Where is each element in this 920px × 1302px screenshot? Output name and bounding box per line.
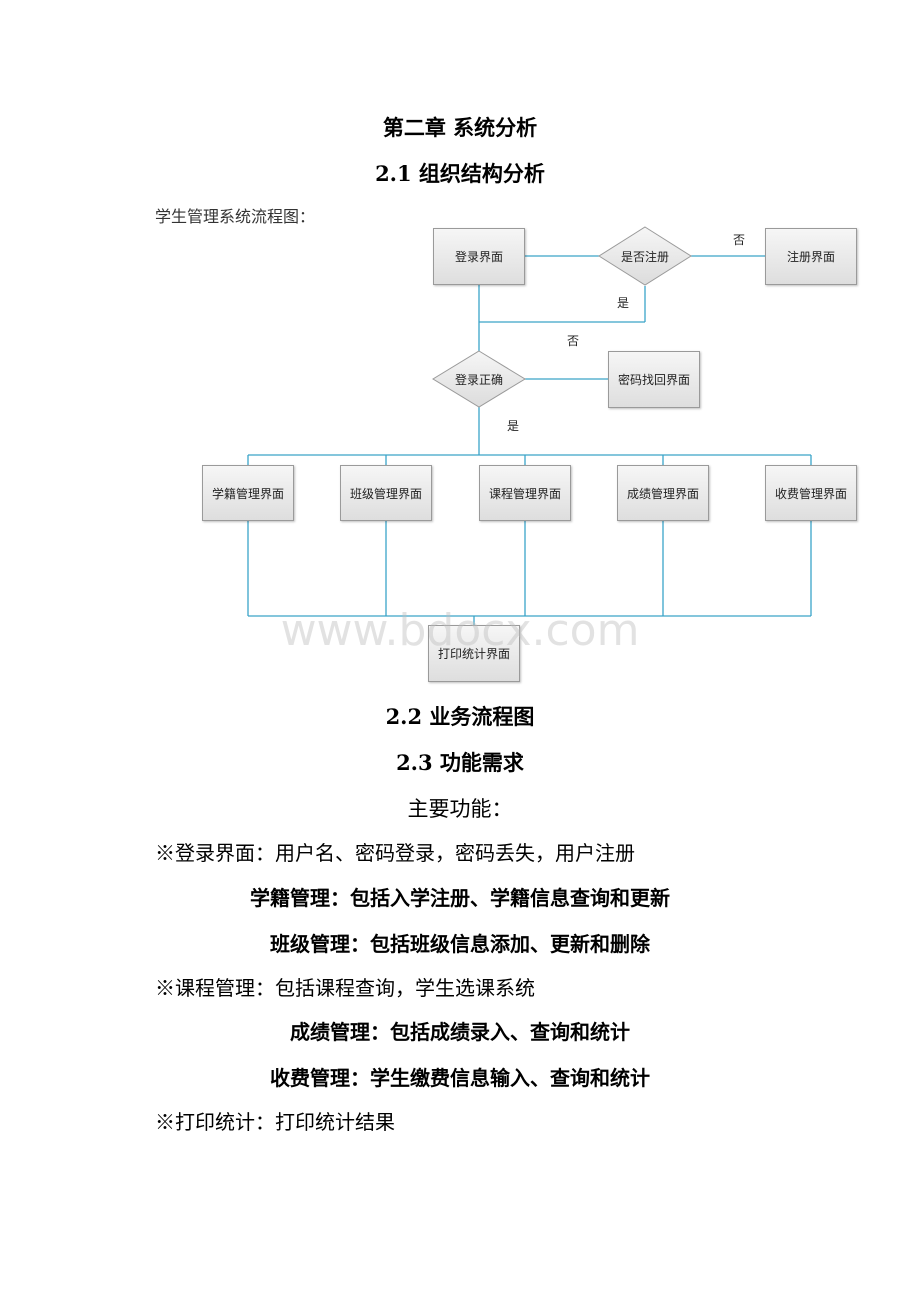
function-line-fees: 收费管理：学生缴费信息输入、查询和统计 — [270, 1066, 650, 1090]
flowchart-caption: 学生管理系统流程图： — [155, 207, 316, 226]
register-screen-box: 注册界面 — [765, 228, 857, 285]
function-line-student-records: 学籍管理：包括入学注册、学籍信息查询和更新 — [250, 886, 670, 910]
main-functions-heading: 主要功能： — [407, 797, 513, 821]
module-course-box: 课程管理界面 — [479, 465, 571, 521]
flowchart-connectors — [247, 226, 812, 625]
module-fees-box: 收费管理界面 — [765, 465, 857, 521]
is-registered-diamond — [598, 226, 692, 286]
function-line-class: 班级管理：包括班级信息添加、更新和删除 — [270, 932, 650, 956]
chapter-title: 第二章 系统分析 — [382, 115, 538, 140]
login-correct-diamond — [432, 350, 526, 408]
edge-label-yes-login: 是 — [507, 419, 520, 433]
section-2-2-heading: 2.2 业务流程图 — [385, 704, 535, 729]
module-class-box: 班级管理界面 — [340, 465, 432, 521]
is-registered-label: 是否注册 — [620, 250, 669, 264]
login-screen-box: 登录界面 — [433, 228, 525, 285]
section-2-3-heading: 2.3 功能需求 — [396, 750, 524, 775]
module-student-records-box: 学籍管理界面 — [202, 465, 294, 521]
function-line-grades: 成绩管理：包括成绩录入、查询和统计 — [290, 1020, 630, 1044]
edge-label-yes-registered: 是 — [617, 296, 630, 310]
password-recovery-box: 密码找回界面 — [608, 351, 700, 408]
function-line-print: ※打印统计：打印统计结果 — [155, 1110, 395, 1134]
edge-label-no-login: 否 — [567, 334, 580, 348]
login-correct-label: 登录正确 — [454, 373, 503, 387]
module-grades-box: 成绩管理界面 — [617, 465, 709, 521]
function-line-course: ※课程管理：包括课程查询，学生选课系统 — [155, 976, 535, 1000]
print-stats-box: 打印统计界面 — [428, 625, 520, 682]
function-line-login: ※登录界面：用户名、密码登录，密码丢失，用户注册 — [155, 841, 635, 865]
edge-label-no-register: 否 — [733, 233, 746, 247]
section-2-1-heading: 2.1 组织结构分析 — [375, 161, 545, 186]
